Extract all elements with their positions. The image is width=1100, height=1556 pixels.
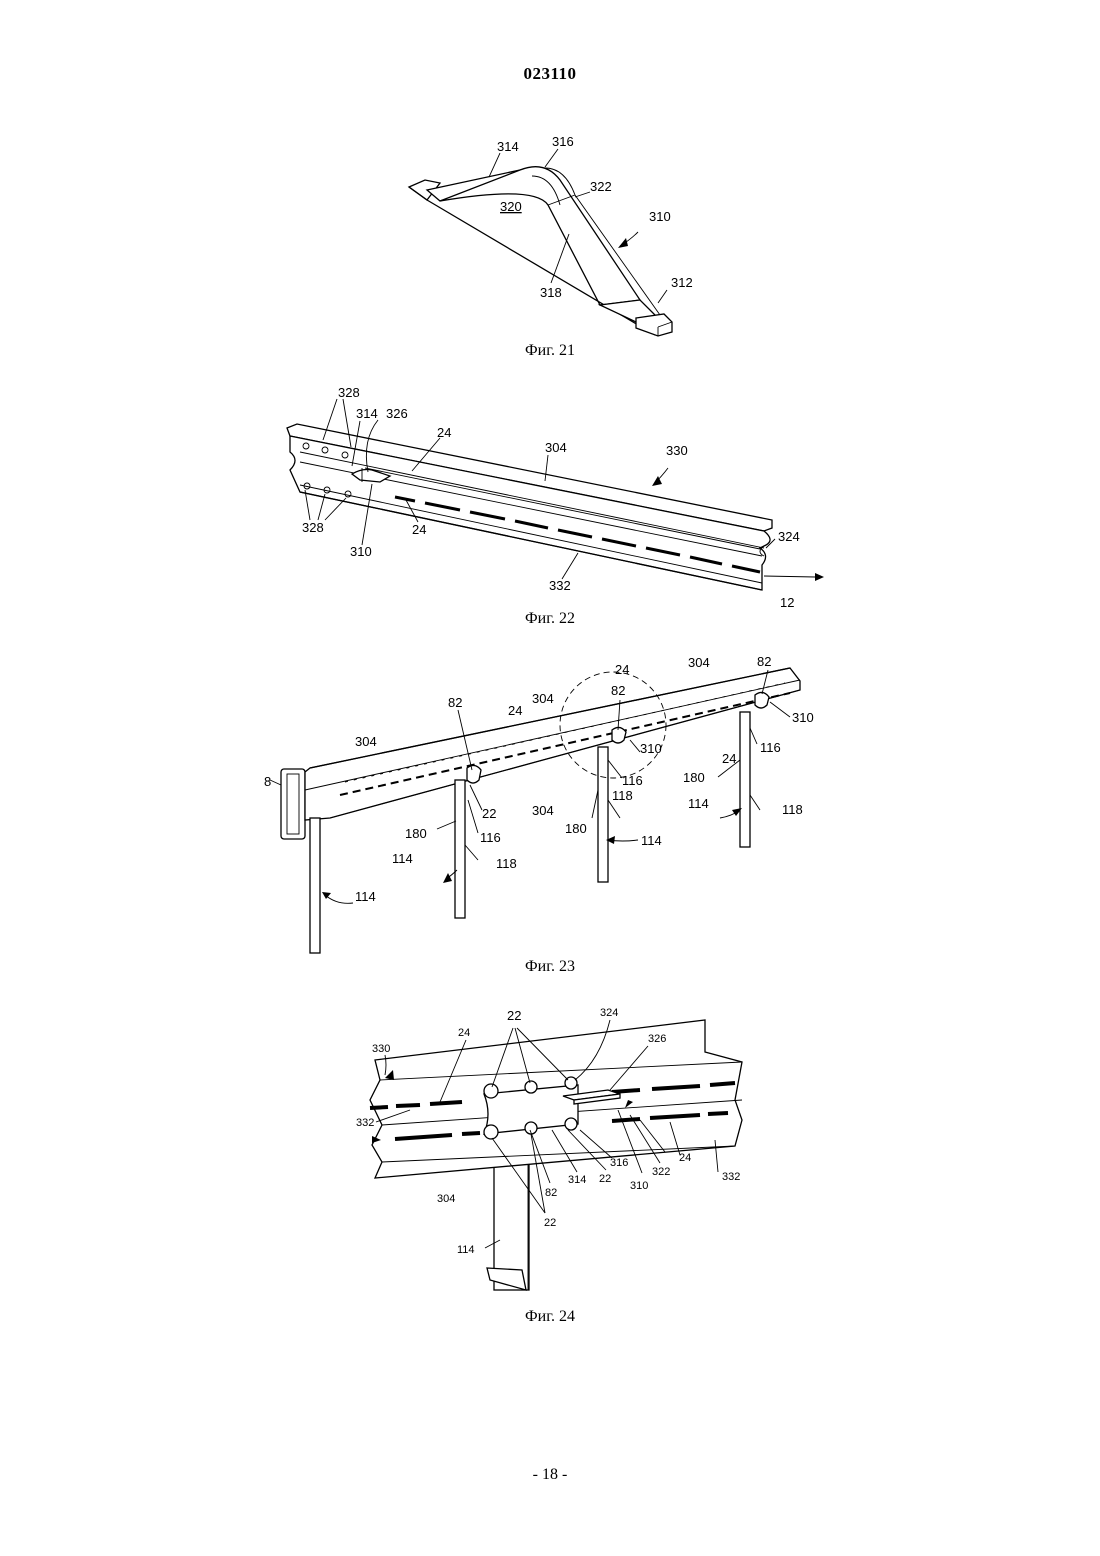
fig24-label-324: 324 [600,1007,618,1019]
fig24-label-310: 310 [630,1180,648,1192]
fig24-label-82: 82 [545,1187,557,1199]
fig24-label-330: 330 [372,1043,390,1055]
fig24-label-332-right: 332 [722,1171,740,1183]
fig24-label-22-right: 22 [599,1173,611,1185]
page-number: - 18 - [0,1466,1100,1484]
figure-24-caption: Фиг. 24 [0,1308,1100,1326]
fig24-label-22-top: 22 [507,1008,521,1023]
fig24-label-326: 326 [648,1033,666,1045]
fig24-label-314: 314 [568,1174,586,1186]
fig24-label-24-top: 24 [458,1027,470,1039]
fig24-label-332-left: 332 [356,1117,374,1129]
fig24-label-22-bottom: 22 [544,1217,556,1229]
fig24-label-114: 114 [457,1244,475,1256]
figure-24-drawing: 22 324 24 326 330 332 24 332 304 82 314 … [0,0,1100,1320]
fig24-label-304: 304 [437,1193,455,1205]
fig24-label-316: 316 [610,1157,628,1169]
fig24-label-322: 322 [652,1166,670,1178]
fig24-label-24-right: 24 [679,1152,691,1164]
